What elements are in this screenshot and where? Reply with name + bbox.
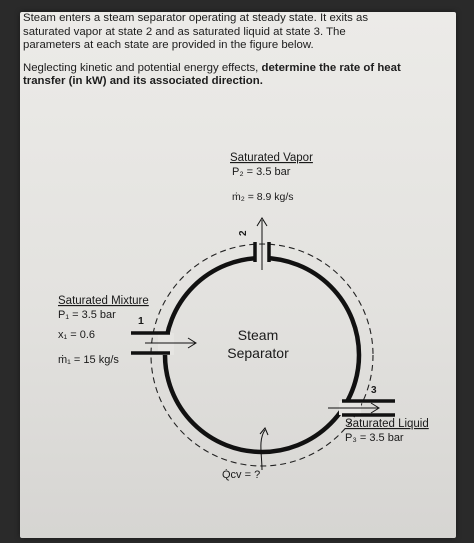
- liquid-state-number: 3: [371, 385, 377, 396]
- separator-label-line2: Separator: [227, 345, 289, 361]
- problem-instruction: Neglecting kinetic and potential energy …: [23, 61, 262, 74]
- vapor-outlet-pipe: [253, 217, 271, 270]
- vapor-pressure: P₂ = 3.5 bar: [232, 166, 291, 178]
- separator-label-line1: Steam: [238, 327, 278, 343]
- problem-paragraph-2: Neglecting kinetic and potential energy …: [23, 62, 403, 89]
- problem-paragraph-1: Steam enters a steam separator operating…: [23, 12, 369, 52]
- vessel-gap-left: [158, 333, 174, 355]
- problem-statement: Steam enters a steam separator operating…: [23, 12, 403, 98]
- mixture-pressure: P₁ = 3.5 bar: [58, 309, 116, 321]
- heat-arrow: [259, 427, 269, 471]
- vapor-title: Saturated Vapor: [230, 152, 313, 164]
- mixture-quality: x₁ = 0.6: [58, 329, 95, 341]
- liquid-pressure: P₃ = 3.5 bar: [345, 432, 404, 444]
- mixture-title: Saturated Mixture: [58, 295, 149, 307]
- mixture-state-number: 1: [138, 315, 144, 327]
- mixture-mass-flow: ṁ₁ = 15 kg/s: [58, 354, 119, 366]
- problem-question: determine the rate of heat transfer (in …: [23, 61, 401, 88]
- vapor-state-number: 2: [238, 230, 249, 236]
- heat-transfer-label: Q̇cv = ?: [222, 468, 260, 481]
- vapor-mass-flow: ṁ₂ = 8.9 kg/s: [232, 191, 294, 203]
- mixture-inlet-pipe: [131, 331, 197, 355]
- liquid-outlet-pipe: [328, 399, 395, 417]
- liquid-title: Saturated Liquid: [345, 418, 429, 430]
